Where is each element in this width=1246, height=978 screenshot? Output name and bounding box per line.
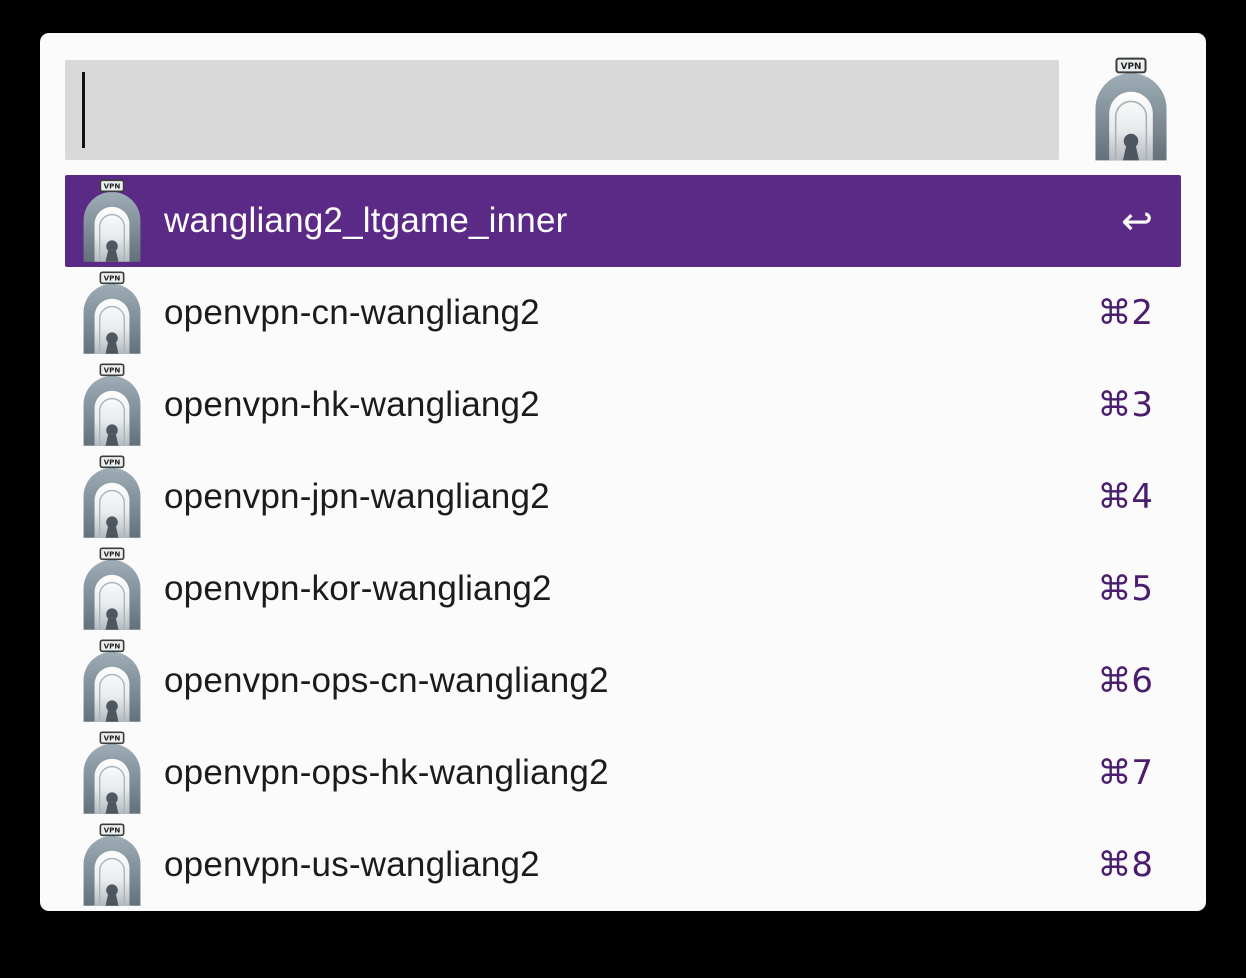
text-cursor (82, 71, 85, 148)
result-shortcut: ⌘7 (1097, 753, 1153, 793)
result-label: openvpn-kor-wangliang2 (164, 569, 552, 608)
tunnelblick-vpn-icon (72, 823, 152, 907)
search-row (65, 57, 1181, 162)
result-shortcut: ⌘8 (1097, 845, 1153, 885)
result-label: openvpn-hk-wangliang2 (164, 385, 540, 424)
result-label: openvpn-jpn-wangliang2 (164, 477, 550, 516)
tunnelblick-vpn-icon (72, 363, 152, 447)
tunnelblick-vpn-icon (72, 179, 152, 263)
result-item[interactable]: openvpn-kor-wangliang2 ⌘5 (65, 543, 1181, 635)
result-shortcut: ⌘5 (1097, 569, 1153, 609)
result-label: openvpn-cn-wangliang2 (164, 293, 540, 332)
result-label: openvpn-ops-cn-wangliang2 (164, 661, 609, 700)
tunnelblick-vpn-icon (72, 731, 152, 815)
result-shortcut: ⌘4 (1097, 477, 1153, 517)
result-item[interactable]: openvpn-ops-hk-wangliang2 ⌘7 (65, 727, 1181, 819)
result-item[interactable]: openvpn-hk-wangliang2 ⌘3 (65, 359, 1181, 451)
search-input[interactable] (65, 59, 1059, 160)
result-shortcut: ⌘6 (1097, 661, 1153, 701)
result-shortcut: ⌘3 (1097, 385, 1153, 425)
return-key-icon: ↩ (1121, 199, 1153, 243)
tunnelblick-app-icon (1081, 57, 1181, 162)
result-label: wangliang2_ltgame_inner (164, 201, 568, 240)
tunnelblick-vpn-icon (72, 455, 152, 539)
tunnelblick-vpn-icon (72, 639, 152, 723)
result-item-selected[interactable]: wangliang2_ltgame_inner ↩ (65, 175, 1181, 267)
tunnelblick-vpn-icon (72, 547, 152, 631)
result-item[interactable]: openvpn-ops-cn-wangliang2 ⌘6 (65, 635, 1181, 727)
result-item[interactable]: openvpn-jpn-wangliang2 ⌘4 (65, 451, 1181, 543)
result-label: openvpn-us-wangliang2 (164, 845, 540, 884)
launcher-window: wangliang2_ltgame_inner ↩ openvpn-cn-wan… (40, 33, 1206, 911)
tunnelblick-vpn-icon (72, 271, 152, 355)
result-shortcut: ⌘2 (1097, 293, 1153, 333)
result-item[interactable]: openvpn-us-wangliang2 ⌘8 (65, 819, 1181, 911)
result-list: wangliang2_ltgame_inner ↩ openvpn-cn-wan… (65, 175, 1181, 911)
result-label: openvpn-ops-hk-wangliang2 (164, 753, 609, 792)
result-item[interactable]: openvpn-cn-wangliang2 ⌘2 (65, 267, 1181, 359)
